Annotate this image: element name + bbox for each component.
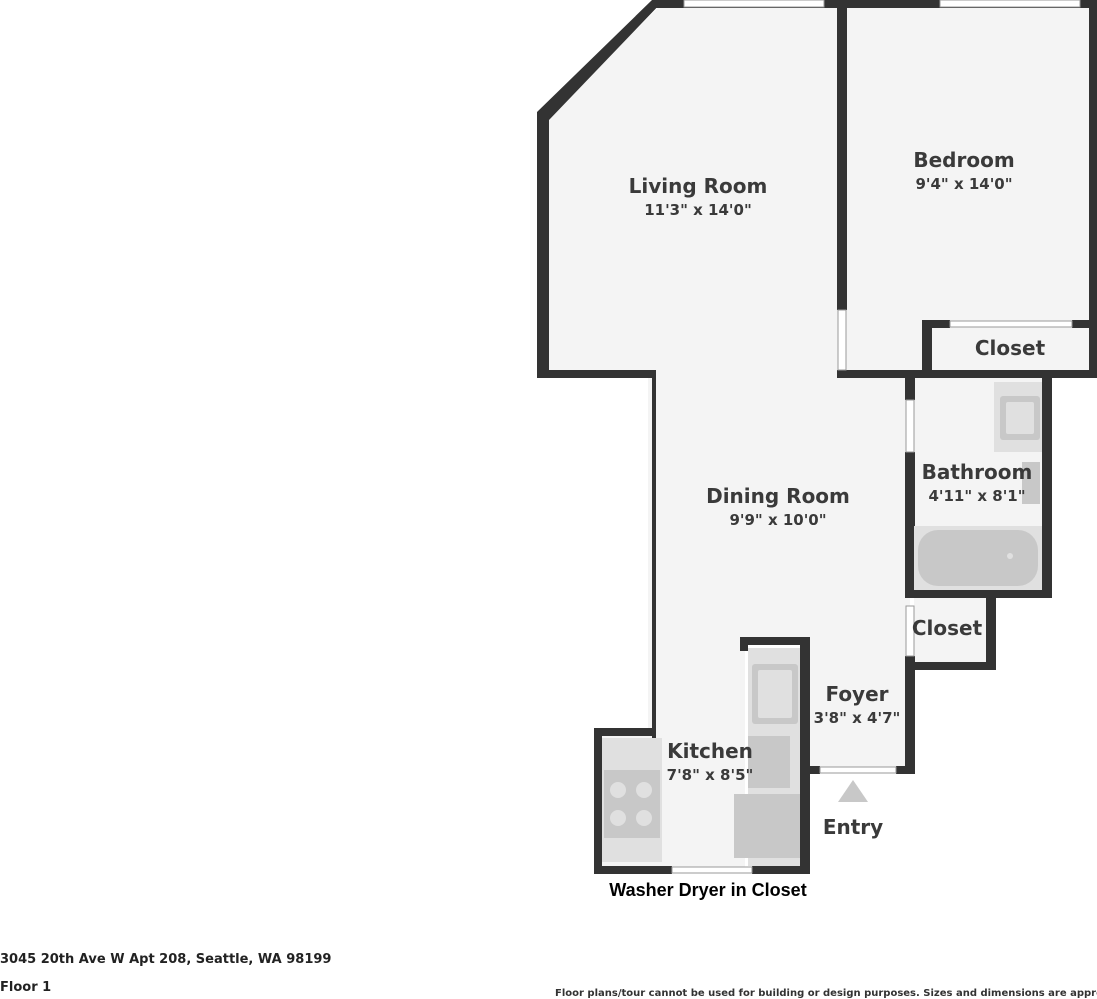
- bath-door-opening: [905, 399, 915, 453]
- living-dining-floor: [546, 6, 910, 868]
- hall-closet-opening: [905, 605, 915, 657]
- living-bedroom-wall: [837, 0, 847, 310]
- bath-wall-right: [1042, 376, 1052, 598]
- burner-3: [610, 810, 626, 826]
- exterior-wall-left: [537, 0, 664, 740]
- kitchen-bottom-wall-a: [594, 866, 672, 874]
- kitchen-wall-right: [800, 637, 810, 874]
- bedroom-name: Bedroom: [913, 148, 1014, 172]
- foyer-bottom-wall-b: [896, 766, 915, 774]
- kitchen-wall-topleft: [594, 728, 656, 736]
- foyer-dims: 3'8" x 4'7": [814, 709, 901, 727]
- disclaimer-text: Floor plans/tour cannot be used for buil…: [555, 988, 1097, 999]
- toilet: [1022, 462, 1040, 504]
- bedroom-bottom-wall: [837, 370, 1097, 378]
- bathroom-dims: 4'11" x 8'1": [928, 487, 1025, 505]
- dining-room-name: Dining Room: [706, 484, 850, 508]
- bath-sink-basin: [1006, 402, 1034, 434]
- room-labels: Living Room 11'3" x 14'0" Bedroom 9'4" x…: [609, 148, 1045, 900]
- bedroom-closet-name: Closet: [975, 336, 1046, 360]
- bath-wall-left-a: [905, 376, 915, 400]
- hall-closet-bottom: [905, 662, 996, 670]
- hall-closet-right: [986, 596, 996, 670]
- bathtub-drain: [1007, 553, 1013, 559]
- kitchen-sink-basin: [758, 670, 792, 718]
- dining-room-dims: 9'9" x 10'0": [729, 511, 826, 529]
- bedroom-floor: [846, 6, 1091, 372]
- living-window: [683, 0, 825, 8]
- fixtures: [602, 382, 1042, 866]
- living-bedroom-opening: [837, 309, 847, 371]
- burner-1: [610, 782, 626, 798]
- bath-wall-left-b: [905, 452, 915, 598]
- floor-label: Floor 1: [0, 980, 52, 995]
- walls: [537, 0, 1097, 874]
- washer-dryer-note: Washer Dryer in Closet: [609, 880, 806, 900]
- stove: [604, 770, 660, 838]
- closet-wall-left: [922, 320, 932, 376]
- kitchen-wall-top: [740, 637, 810, 645]
- top-wall: [652, 0, 1097, 8]
- bedroom-dims: 9'4" x 14'0": [915, 175, 1012, 193]
- burner-2: [636, 782, 652, 798]
- refrigerator: [734, 794, 800, 858]
- address-text: 3045 20th Ave W Apt 208, Seattle, WA 981…: [0, 952, 332, 967]
- right-wall: [1089, 0, 1097, 378]
- kitchen-name: Kitchen: [667, 739, 753, 763]
- kitchen-wall-left: [594, 728, 602, 874]
- closet-wall-top-a: [922, 320, 950, 328]
- hall-closet-floor: [914, 598, 988, 662]
- kitchen-dims: 7'8" x 8'5": [667, 766, 754, 784]
- bathroom-name: Bathroom: [922, 460, 1033, 484]
- entry-door-opening: [819, 766, 897, 774]
- burner-4: [636, 810, 652, 826]
- hall-closet-name: Closet: [912, 616, 983, 640]
- entry-arrow-icon: [838, 780, 868, 802]
- kitchen-window: [671, 866, 753, 874]
- closet-opening: [949, 320, 1073, 328]
- windows: [671, 0, 1081, 874]
- living-room-dims: 11'3" x 14'0": [644, 201, 752, 219]
- foyer-right-wall: [905, 656, 915, 774]
- living-room-name: Living Room: [629, 174, 768, 198]
- kitchen-wall-inner: [740, 637, 748, 651]
- dishwasher: [748, 736, 790, 788]
- entry-label: Entry: [823, 815, 883, 839]
- closet-wall-top-b: [1072, 320, 1092, 328]
- bath-wall-bottom: [905, 590, 1052, 598]
- bathtub: [918, 530, 1038, 586]
- bedroom-window: [939, 0, 1081, 8]
- foyer-name: Foyer: [825, 682, 888, 706]
- kitchen-bottom-wall-b: [752, 866, 810, 874]
